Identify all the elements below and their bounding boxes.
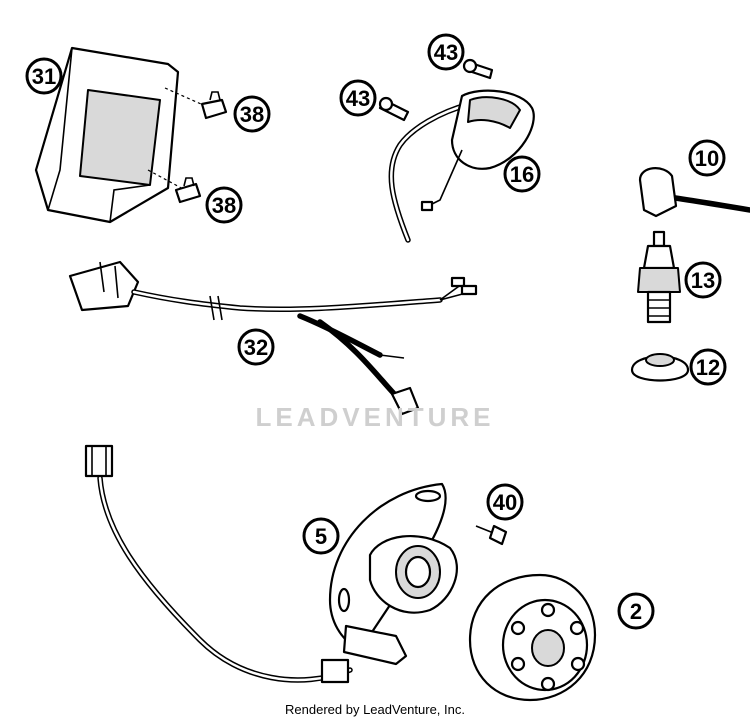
callout-13: 13: [684, 261, 722, 299]
svg-text:13: 13: [691, 268, 715, 293]
footer-credit: Rendered by LeadVenture, Inc.: [285, 702, 465, 717]
svg-text:38: 38: [240, 102, 264, 127]
flywheel-rotor: [468, 573, 597, 702]
bolt-38-lower: [174, 177, 202, 204]
svg-text:43: 43: [346, 86, 370, 111]
wiring-harness: [68, 260, 478, 416]
svg-text:31: 31: [32, 64, 56, 89]
spark-plug-cap: [638, 167, 750, 218]
svg-text:40: 40: [493, 490, 517, 515]
callout-12: 12: [689, 348, 727, 386]
callout-43-upper: 43: [427, 33, 465, 71]
callout-2: 2: [617, 592, 655, 630]
callout-16: 16: [503, 155, 541, 193]
callout-5: 5: [302, 517, 340, 555]
bolt-43-upper: [462, 58, 494, 80]
cdi-unit: [34, 46, 211, 224]
callout-31: 31: [25, 57, 63, 95]
svg-text:32: 32: [244, 335, 268, 360]
ignition-coil: [388, 89, 535, 243]
callout-32: 32: [237, 328, 275, 366]
spark-plug: [637, 230, 681, 324]
svg-text:38: 38: [212, 193, 236, 218]
bolt-38-upper: [200, 91, 228, 120]
svg-text:2: 2: [630, 599, 642, 624]
callout-38-lower: 38: [205, 186, 243, 224]
svg-text:5: 5: [315, 524, 327, 549]
bolt-43-lower: [378, 96, 410, 122]
svg-text:43: 43: [434, 40, 458, 65]
svg-text:16: 16: [510, 162, 534, 187]
svg-text:12: 12: [696, 355, 720, 380]
svg-text:10: 10: [695, 146, 719, 171]
watermark: LEADVENTURE: [255, 402, 495, 432]
screw-40: [475, 524, 508, 546]
callout-38-upper: 38: [233, 95, 271, 133]
callout-40: 40: [486, 483, 524, 521]
sealing-washer: [630, 353, 690, 382]
callout-10: 10: [688, 139, 726, 177]
callout-43-lower: 43: [339, 79, 377, 117]
stator: [84, 444, 458, 684]
